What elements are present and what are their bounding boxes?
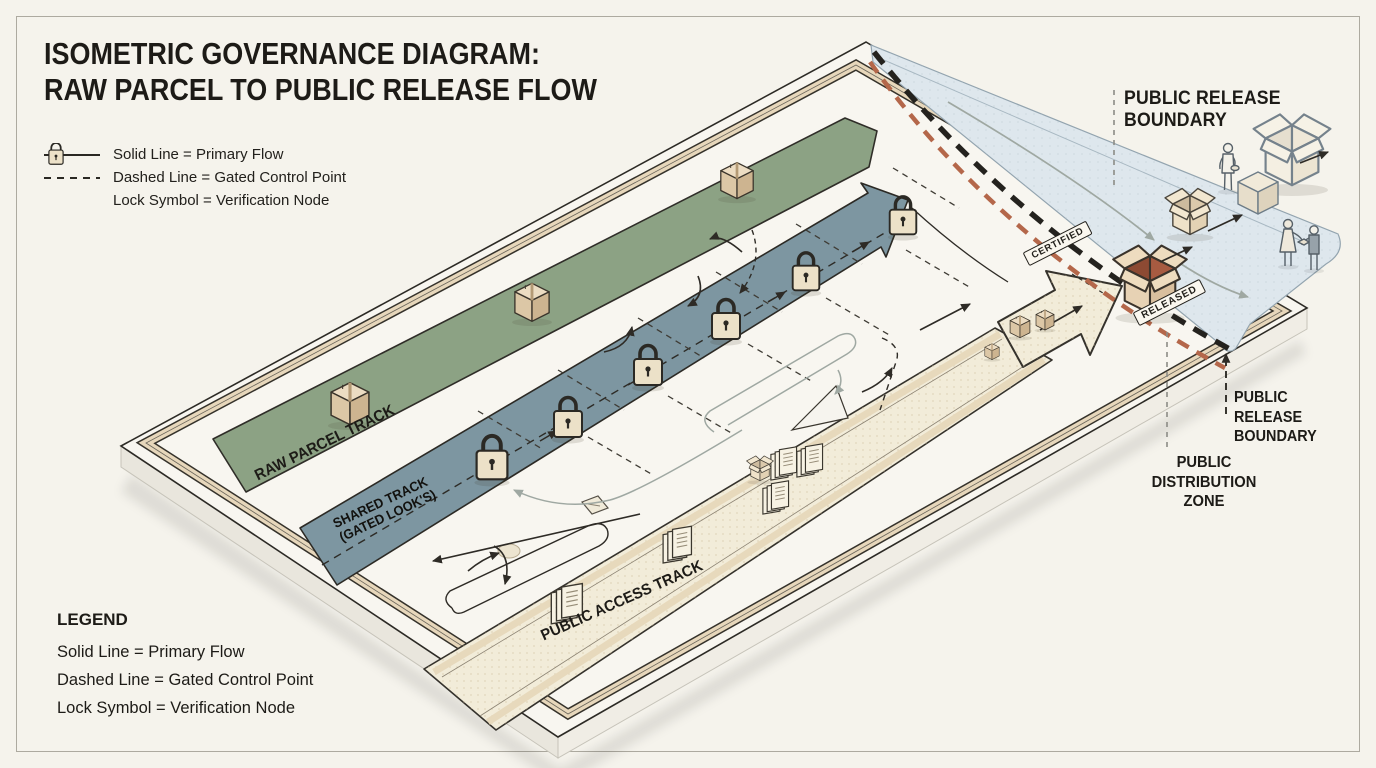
track-notch [790, 384, 849, 432]
carton-icon [1033, 309, 1057, 334]
flow-arrows-secondary [513, 332, 857, 505]
raw-parcel-track [212, 117, 878, 493]
parcel-box-icon [716, 161, 758, 205]
legend-heading: LEGEND [57, 610, 128, 629]
dashed-line-swatch [44, 176, 100, 179]
flow-arrows [431, 207, 1117, 615]
legend-label: Dashed Line = Gated Control Point [113, 169, 347, 186]
legend-item: Lock Symbol = Verification Node [57, 699, 296, 717]
carton-icon [1007, 314, 1033, 342]
public-release-boundary-label-top: PUBLIC RELEASE BOUNDARY [1124, 88, 1281, 131]
legend-row-dashed: Dashed Line = Gated Control Point [44, 166, 346, 189]
gate-control-lines [477, 167, 972, 476]
legend-item: Solid Line = Primary Flow [57, 643, 245, 661]
person-icon [1278, 218, 1303, 270]
page-title-line1: ISOMETRIC GOVERNANCE DIAGRAM: [44, 36, 540, 71]
page-title-line2: RAW PARCEL TO PUBLIC RELEASE FLOW [44, 71, 597, 107]
legend-row-solid: Solid Line = Primary Flow [44, 143, 346, 166]
legend-item: Dashed Line = Gated Control Point [57, 671, 314, 689]
document-stack-icon [763, 481, 789, 514]
public-release-boundary-label-right: PUBLIC RELEASE BOUNDARY [1234, 389, 1317, 446]
person-icon [1218, 142, 1240, 195]
legend-label: Lock Symbol = Verification Node [113, 192, 330, 209]
document-stack-icon [771, 447, 797, 480]
document-stack-icon [663, 526, 691, 563]
distribution-items [1113, 114, 1331, 324]
document-stack-icon [797, 444, 823, 477]
sealed-cube-icon [1237, 171, 1279, 215]
person-icon [1297, 225, 1324, 274]
legend-row-lock: Lock Symbol = Verification Node [44, 143, 346, 212]
public-distribution-zone-surface [870, 44, 1341, 352]
solid-line-swatch [44, 153, 100, 156]
shared-track [299, 167, 972, 586]
release-block-arrow [997, 270, 1123, 368]
legend-label: Solid Line = Primary Flow [113, 146, 284, 163]
public-access-track [423, 270, 1123, 731]
parcel-box-icon [510, 281, 554, 328]
public-distribution-zone-label: PUBLIC DISTRIBUTION ZONE [1151, 454, 1257, 511]
legend-bottom: LEGEND Solid Line = Primary Flow Dashed … [57, 610, 313, 722]
boundary-terracotta-dashed-line [868, 60, 1227, 370]
legend-top: Solid Line = Primary Flow Dashed Line = … [44, 143, 346, 212]
carton-icon [982, 343, 1002, 363]
page-title: ISOMETRIC GOVERNANCE DIAGRAM: RAW PARCEL… [44, 36, 597, 108]
